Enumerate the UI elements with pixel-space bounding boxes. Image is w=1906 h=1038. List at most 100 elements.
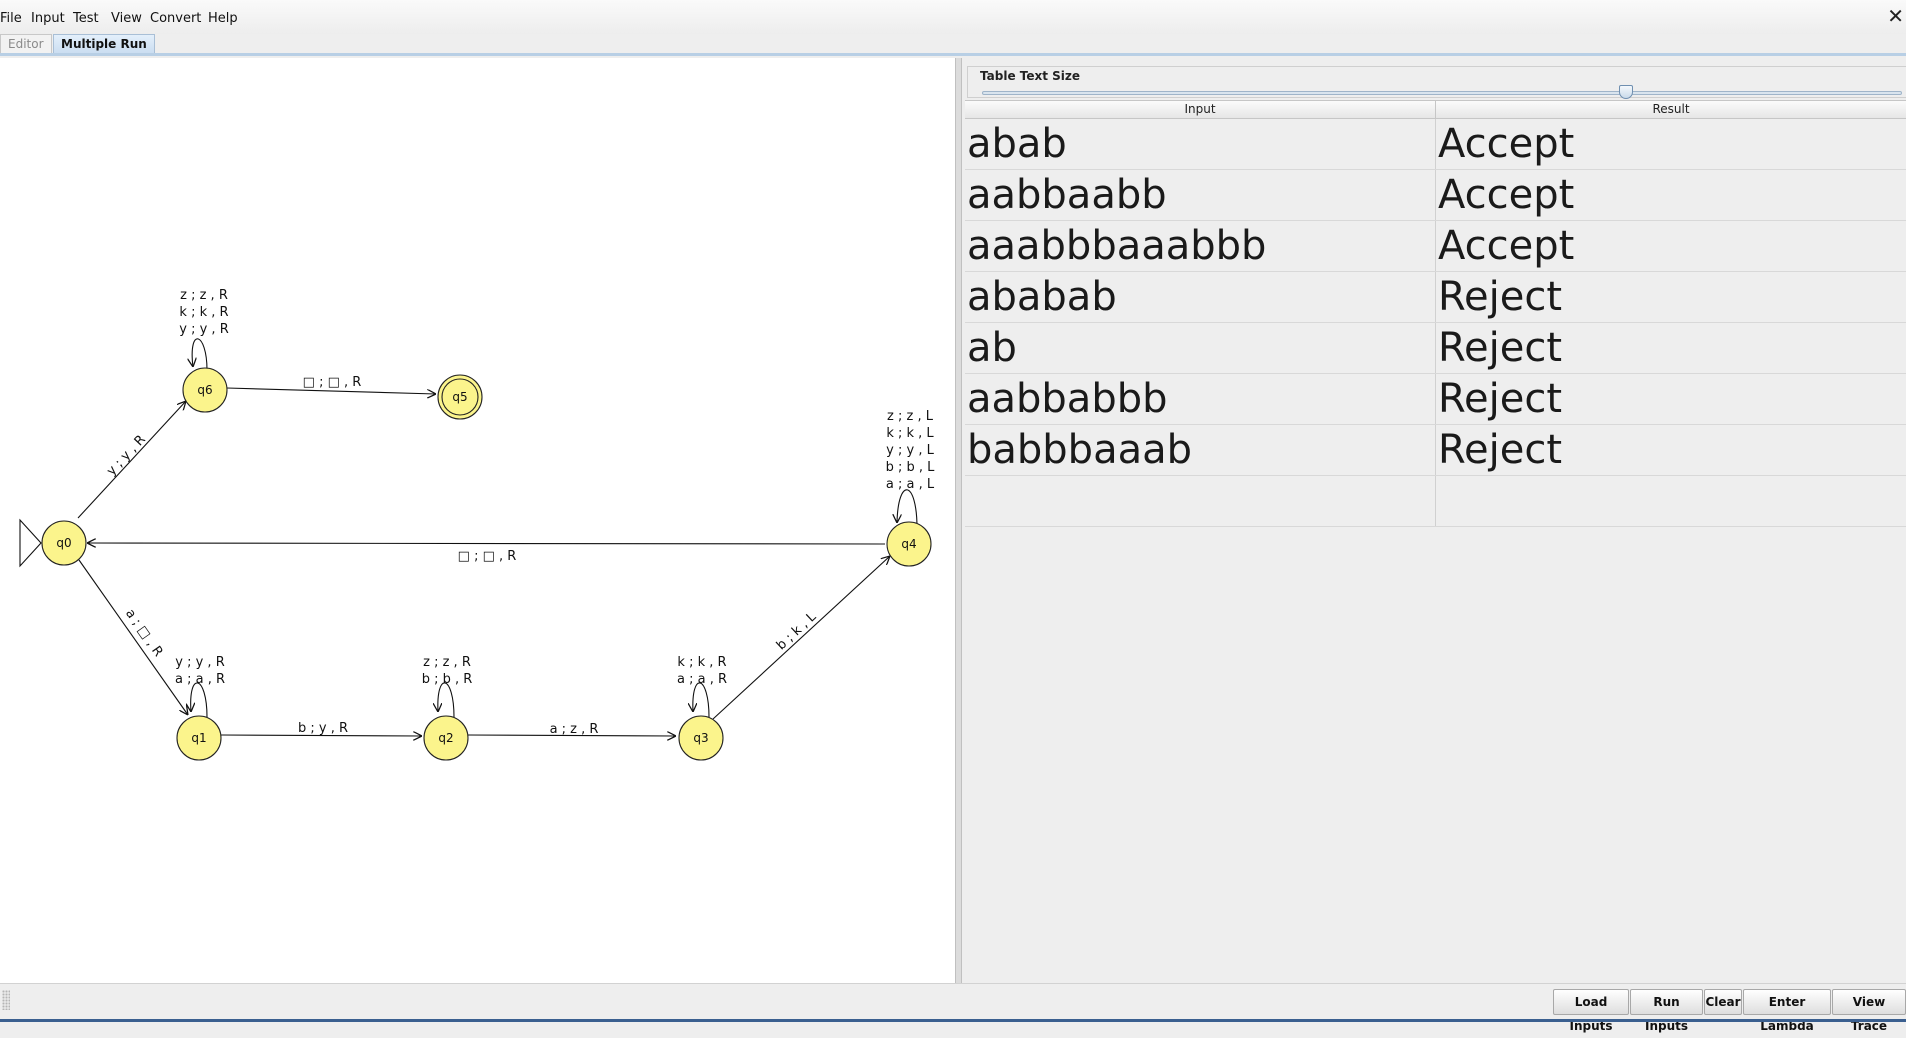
label-q6-loop-1: z ; z , R: [180, 288, 228, 303]
menu-test[interactable]: Test: [73, 11, 99, 26]
edge-q3-q4: [712, 556, 890, 720]
svg-text:q0: q0: [56, 536, 71, 550]
table-row[interactable]: aabbaabb Accept: [965, 170, 1906, 221]
result-cell: [1436, 476, 1906, 526]
table-row[interactable]: ab Reject: [965, 323, 1906, 374]
state-q4[interactable]: q4: [886, 521, 932, 567]
svg-text:q3: q3: [693, 731, 708, 745]
label-q4-loop-3: y ; y , L: [886, 443, 934, 458]
table-row[interactable]: aabbabbb Reject: [965, 374, 1906, 425]
menu-bar: File Input Test View Convert Help ✕: [0, 0, 1906, 35]
tab-bar: Editor Multiple Run: [0, 34, 1906, 55]
label-q2-q3: a ; z , R: [550, 722, 599, 737]
resize-grip-icon: [2, 990, 10, 1010]
svg-text:q4: q4: [901, 537, 916, 551]
automaton-diagram: q0 q1 q2 q3 q4 q5 q6 z ; z , R k ; k: [19, 288, 936, 761]
label-q1-q2: b ; y , R: [298, 721, 348, 736]
menu-help[interactable]: Help: [208, 11, 238, 26]
table-text-size-label: Table Text Size: [978, 69, 1083, 83]
table-row[interactable]: abab Accept: [965, 119, 1906, 170]
label-q6-loop-3: y ; y , R: [179, 322, 228, 337]
label-q4-loop-1: z ; z , L: [887, 409, 934, 424]
svg-text:q1: q1: [191, 731, 206, 745]
split-pane-divider[interactable]: [955, 58, 962, 983]
column-header-input[interactable]: Input: [965, 100, 1436, 119]
enter-lambda-button[interactable]: Enter Lambda: [1743, 989, 1831, 1033]
label-q6-q5: □ ; □ , R: [303, 375, 362, 390]
automaton-canvas[interactable]: q0 q1 q2 q3 q4 q5 q6 z ; z , R k ; k: [0, 58, 955, 983]
table-text-size-group: Table Text Size: [967, 66, 1906, 99]
loop-q6: [192, 338, 208, 371]
state-q3[interactable]: q3: [678, 715, 724, 761]
edge-q1-q2: [220, 735, 422, 736]
load-inputs-button[interactable]: Load Inputs: [1553, 989, 1629, 1033]
input-cell[interactable]: [965, 476, 1436, 526]
close-icon[interactable]: ✕: [1887, 4, 1904, 28]
result-cell: Accept: [1438, 223, 1575, 269]
inputs-table: Input Result abab Accept aabbaabb Accept…: [965, 100, 1906, 527]
tab-multiple-run[interactable]: Multiple Run: [53, 34, 155, 55]
label-q1-loop-2: a ; a , R: [175, 672, 225, 687]
table-row[interactable]: ababab Reject: [965, 272, 1906, 323]
table-row-empty[interactable]: [965, 476, 1906, 527]
menu-input[interactable]: Input: [31, 11, 65, 26]
input-cell[interactable]: aaabbbaaabbb: [965, 221, 1436, 271]
state-q2[interactable]: q2: [423, 715, 469, 761]
result-cell: Reject: [1438, 274, 1563, 320]
result-cell: Reject: [1438, 325, 1563, 371]
result-cell: Accept: [1438, 121, 1575, 167]
menu-file[interactable]: File: [0, 11, 22, 26]
edge-q6-q5: [226, 387, 436, 394]
label-q2-loop-2: b ; b , R: [422, 672, 473, 687]
menu-convert[interactable]: Convert: [150, 11, 202, 26]
view-trace-button[interactable]: View Trace: [1832, 989, 1906, 1033]
label-q3-q4: b ; k , L: [774, 609, 820, 653]
input-cell[interactable]: ababab: [965, 272, 1436, 322]
label-q4-loop-2: k ; k , L: [886, 426, 934, 441]
svg-text:q6: q6: [197, 383, 212, 397]
label-q1-loop-1: y ; y , R: [175, 655, 224, 670]
svg-text:q5: q5: [452, 390, 467, 404]
state-q5[interactable]: q5: [437, 374, 483, 420]
table-row[interactable]: aaabbbaaabbb Accept: [965, 221, 1906, 272]
edge-q0-q6: [77, 401, 186, 519]
state-q6[interactable]: q6: [182, 367, 228, 413]
edge-q0-q1: [78, 559, 188, 715]
loop-q3: [693, 682, 710, 718]
loop-q1: [191, 682, 208, 718]
label-q2-loop-1: z ; z , R: [423, 655, 471, 670]
label-q4-loop-5: a ; a , L: [886, 477, 935, 492]
result-cell: Accept: [1438, 172, 1575, 218]
input-cell[interactable]: aabbabbb: [965, 374, 1436, 424]
button-bar: Load Inputs Run Inputs Clear Enter Lambd…: [0, 983, 1906, 1033]
menu-view[interactable]: View: [111, 11, 142, 26]
table-text-size-slider-thumb[interactable]: [1619, 85, 1633, 99]
state-q0[interactable]: q0: [41, 520, 87, 566]
multiple-run-panel: Table Text Size Input Result abab Accept…: [962, 58, 1906, 983]
label-q0-q6: y ; y , R: [104, 432, 149, 478]
window-bottom-edge: [0, 1019, 1906, 1022]
label-q4-loop-4: b ; b , L: [886, 460, 936, 475]
column-header-result[interactable]: Result: [1652, 102, 1690, 116]
input-cell[interactable]: aabbaabb: [965, 170, 1436, 220]
edge-q4-q0: [87, 543, 886, 544]
tab-editor[interactable]: Editor: [0, 34, 52, 55]
tab-underline: [0, 53, 1906, 56]
input-cell[interactable]: abab: [965, 119, 1436, 169]
label-q3-loop-1: k ; k , R: [677, 655, 726, 670]
input-cell[interactable]: babbbaaab: [965, 425, 1436, 475]
label-q3-loop-2: a ; a , R: [677, 672, 727, 687]
loop-q4: [897, 489, 918, 529]
loop-q2: [438, 682, 455, 718]
table-text-size-slider-track[interactable]: [982, 91, 1902, 95]
result-cell: Reject: [1438, 376, 1563, 422]
svg-text:q2: q2: [438, 731, 453, 745]
edge-q2-q3: [466, 735, 676, 736]
state-q1[interactable]: q1: [176, 715, 222, 761]
label-q4-q0: □ ; □ , R: [458, 549, 517, 564]
table-row[interactable]: babbbaaab Reject: [965, 425, 1906, 476]
label-q6-loop-2: k ; k , R: [179, 305, 228, 320]
clear-button[interactable]: Clear: [1704, 989, 1742, 1015]
run-inputs-button[interactable]: Run Inputs: [1630, 989, 1703, 1033]
input-cell[interactable]: ab: [965, 323, 1436, 373]
